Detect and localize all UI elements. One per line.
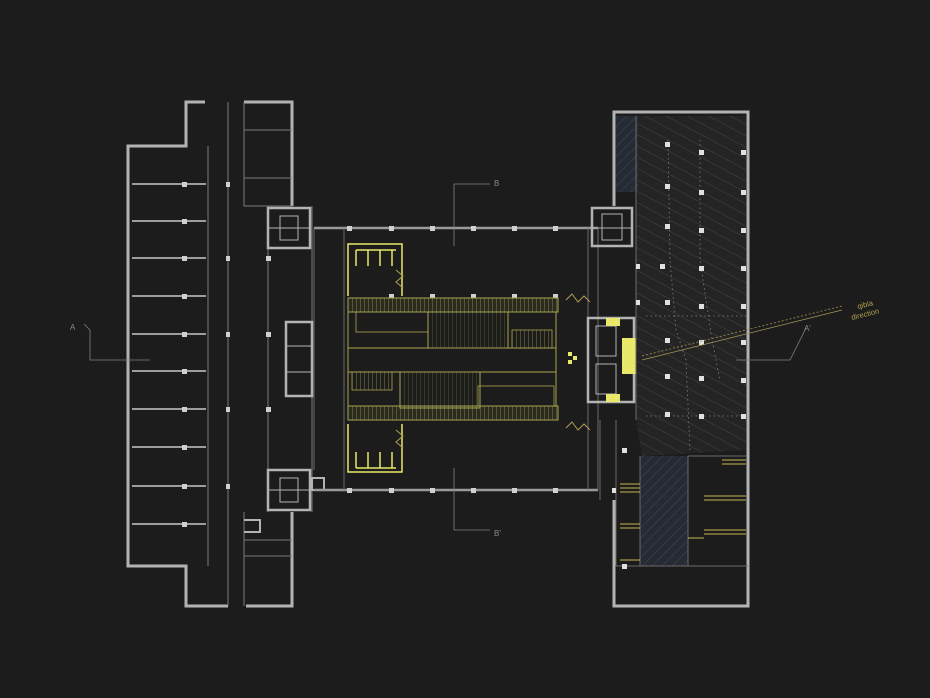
section-mark-b: B <box>494 179 499 188</box>
left-stair-core-top <box>266 206 312 250</box>
left-wing <box>126 100 294 608</box>
left-elevator-core <box>284 320 314 398</box>
section-mark-b-prime: B' <box>494 529 501 538</box>
central-corridor <box>347 312 557 406</box>
central-court-inner <box>313 228 599 490</box>
section-mark-a-prime: A' <box>804 324 811 333</box>
qibla-label-line2: direction <box>850 306 880 322</box>
toilet-block-bottom <box>347 424 403 473</box>
central-ramp-top <box>347 297 559 349</box>
small-yellow-marks <box>568 352 577 364</box>
right-wing-columns <box>612 142 746 569</box>
toilet-block-top <box>347 243 403 296</box>
central-court-columns <box>347 226 558 493</box>
parking-stall-lines <box>132 183 206 525</box>
section-mark-b-line <box>453 183 490 246</box>
left-stair-core-bottom <box>266 468 325 512</box>
central-ramp-bottom <box>347 371 559 421</box>
right-wing-walls <box>612 110 750 608</box>
left-wing-columns <box>182 182 271 527</box>
qibla-direction-arrow <box>641 305 843 361</box>
section-mark-a: A <box>70 323 76 332</box>
break-lines <box>395 269 591 449</box>
dotted-grid <box>646 139 746 451</box>
section-mark-a-line <box>83 323 150 361</box>
section-mark-b-prime-line <box>453 468 490 531</box>
right-stair-core-top <box>590 206 634 248</box>
prayer-hall-hatch <box>616 116 746 566</box>
section-mark-a-prime-line <box>736 327 807 361</box>
qibla-label-line1: qibla <box>856 298 874 311</box>
central-court-walls <box>314 226 598 492</box>
left-bottom-rooms <box>244 519 261 533</box>
right-wing-yellow-lines <box>620 459 746 561</box>
